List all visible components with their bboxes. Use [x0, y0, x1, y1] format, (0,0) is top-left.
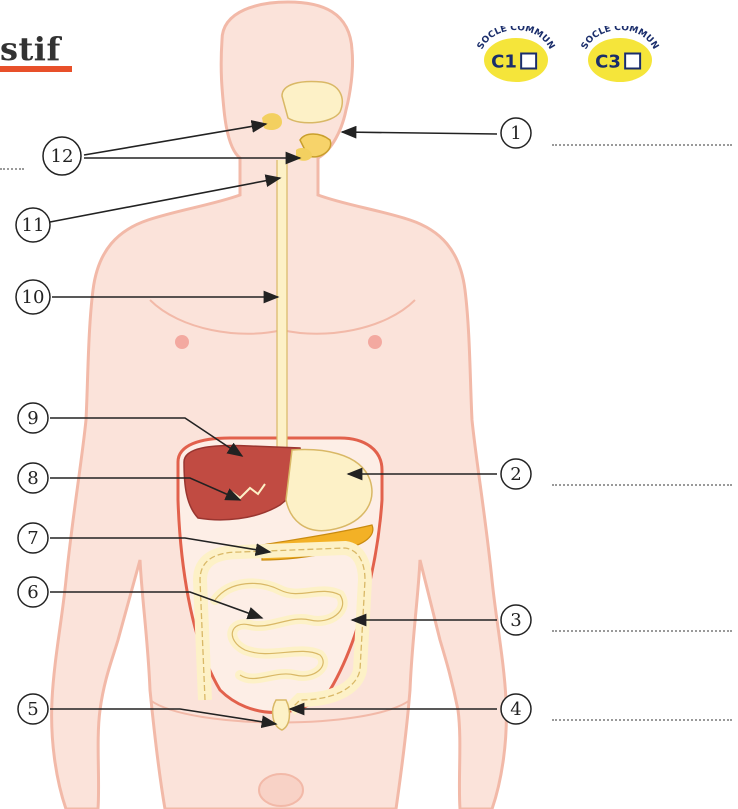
label-12[interactable]: 12: [43, 137, 81, 175]
label-2[interactable]: 2: [501, 459, 531, 489]
label-3-text: 3: [510, 610, 521, 631]
label-8-text: 8: [27, 468, 38, 489]
answer-line-3[interactable]: [552, 630, 732, 634]
label-5-text: 5: [27, 699, 38, 720]
label-1-text: 1: [510, 123, 521, 144]
label-7-text: 7: [27, 528, 38, 549]
label-4[interactable]: 4: [501, 694, 531, 724]
label-9-text: 9: [27, 408, 38, 429]
label-6[interactable]: 6: [18, 577, 48, 607]
label-4-text: 4: [510, 699, 521, 720]
nasal-cavity: [282, 82, 342, 123]
pelvis-shape: [259, 774, 303, 806]
label-11[interactable]: 11: [16, 208, 50, 242]
label-1[interactable]: 1: [501, 118, 531, 148]
label-3[interactable]: 3: [501, 605, 531, 635]
label-11-text: 11: [22, 215, 45, 236]
label-9[interactable]: 9: [18, 403, 48, 433]
label-7[interactable]: 7: [18, 523, 48, 553]
answer-line-4[interactable]: [552, 719, 732, 723]
salivary-gland-upper: [262, 113, 282, 130]
label-12-text: 12: [51, 146, 74, 167]
right-nipple: [368, 335, 382, 349]
answer-line-1[interactable]: [552, 144, 732, 148]
answer-line-2[interactable]: [552, 484, 732, 488]
label-5[interactable]: 5: [18, 694, 48, 724]
label-6-text: 6: [27, 582, 38, 603]
label-8[interactable]: 8: [18, 463, 48, 493]
label-10[interactable]: 10: [16, 280, 50, 314]
answer-line-12[interactable]: [0, 168, 24, 172]
leader-line-1: [342, 132, 497, 134]
label-2-text: 2: [510, 464, 521, 485]
label-10-text: 10: [22, 287, 45, 308]
left-nipple: [175, 335, 189, 349]
